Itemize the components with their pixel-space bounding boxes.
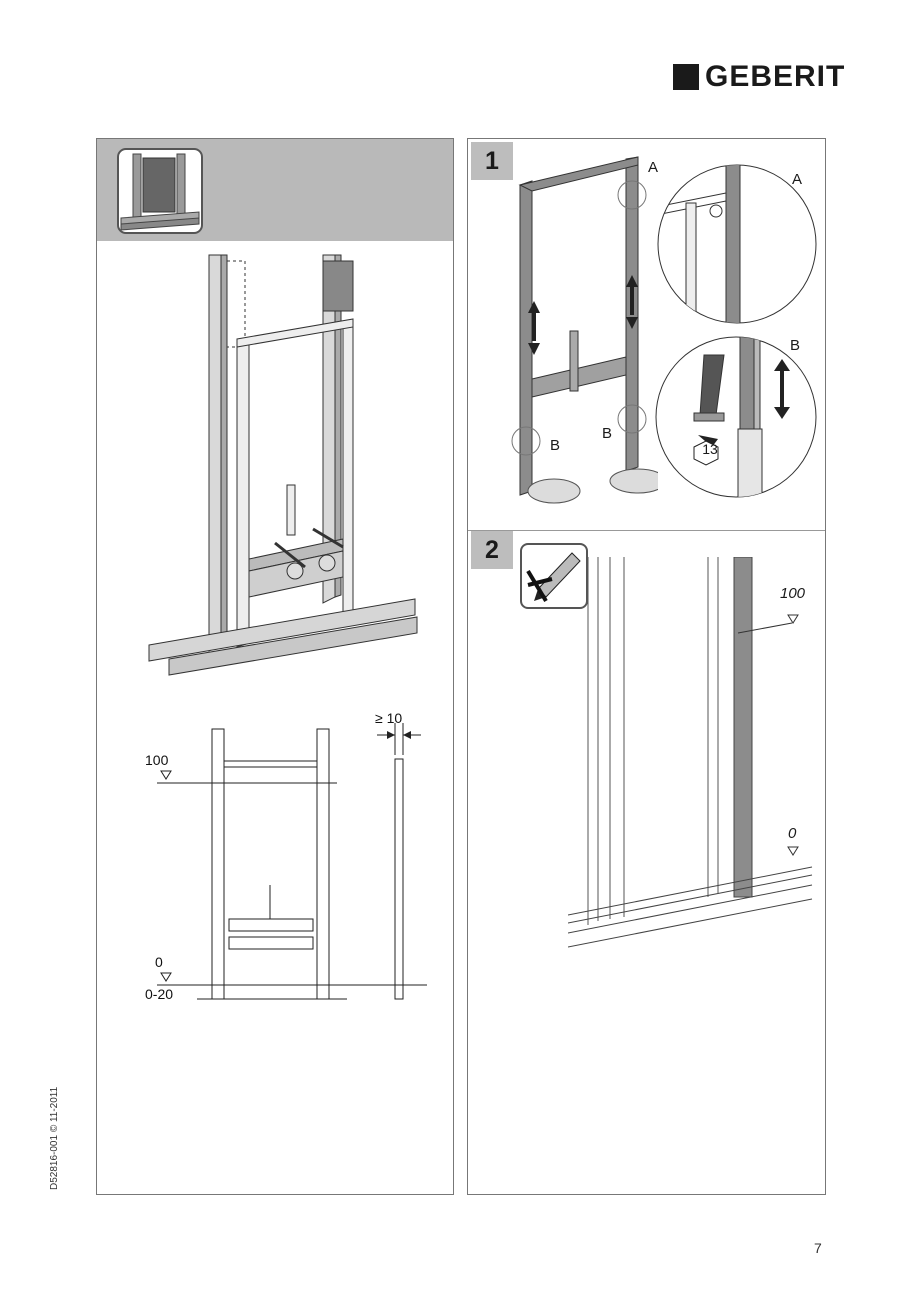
installation-type-header: [97, 139, 453, 241]
wall-clearance-label: ≥ 10: [375, 710, 402, 726]
callout-b-left-label: B: [550, 437, 561, 454]
mark-0-label: 0: [788, 825, 797, 842]
level-100-label: 100: [145, 752, 169, 768]
pencil-mark-icon: [520, 543, 588, 609]
detail-a-label: A: [792, 171, 803, 188]
frame-marking-illustration: [568, 557, 813, 948]
step-divider: [468, 530, 825, 531]
detail-b-magnifier: [655, 336, 817, 498]
callout-a-label: A: [648, 159, 659, 176]
left-instruction-panel: 100 0 0-20 ≥ 10: [96, 138, 454, 1195]
frame-height-adjustment-illustration: [511, 156, 658, 504]
right-instruction-panel: 1 A B B: [467, 138, 826, 1195]
level-range-label: 0-20: [145, 986, 173, 1002]
step-2-badge: 2: [471, 531, 513, 569]
step-1-badge: 1: [471, 142, 513, 180]
dimension-drawing: 100 0 0-20 ≥ 10: [145, 710, 427, 1002]
frame-in-drywall-illustration: [148, 254, 418, 676]
wrench-size-label: 13: [702, 441, 718, 457]
logo-square-mark: [673, 64, 699, 90]
detail-b-label: B: [790, 337, 801, 354]
document-code: D52816-001 © 11-2011: [49, 1086, 60, 1190]
geberit-logo: GEBERIT: [673, 62, 845, 92]
mark-100-label: 100: [780, 585, 806, 602]
page-number: 7: [814, 1240, 822, 1256]
detail-a-magnifier: [657, 164, 817, 324]
drywall-installation-thumbnail: [117, 148, 203, 234]
logo-wordmark: GEBERIT: [705, 60, 846, 93]
level-0-label: 0: [155, 954, 163, 970]
callout-b-right-label: B: [602, 425, 613, 442]
